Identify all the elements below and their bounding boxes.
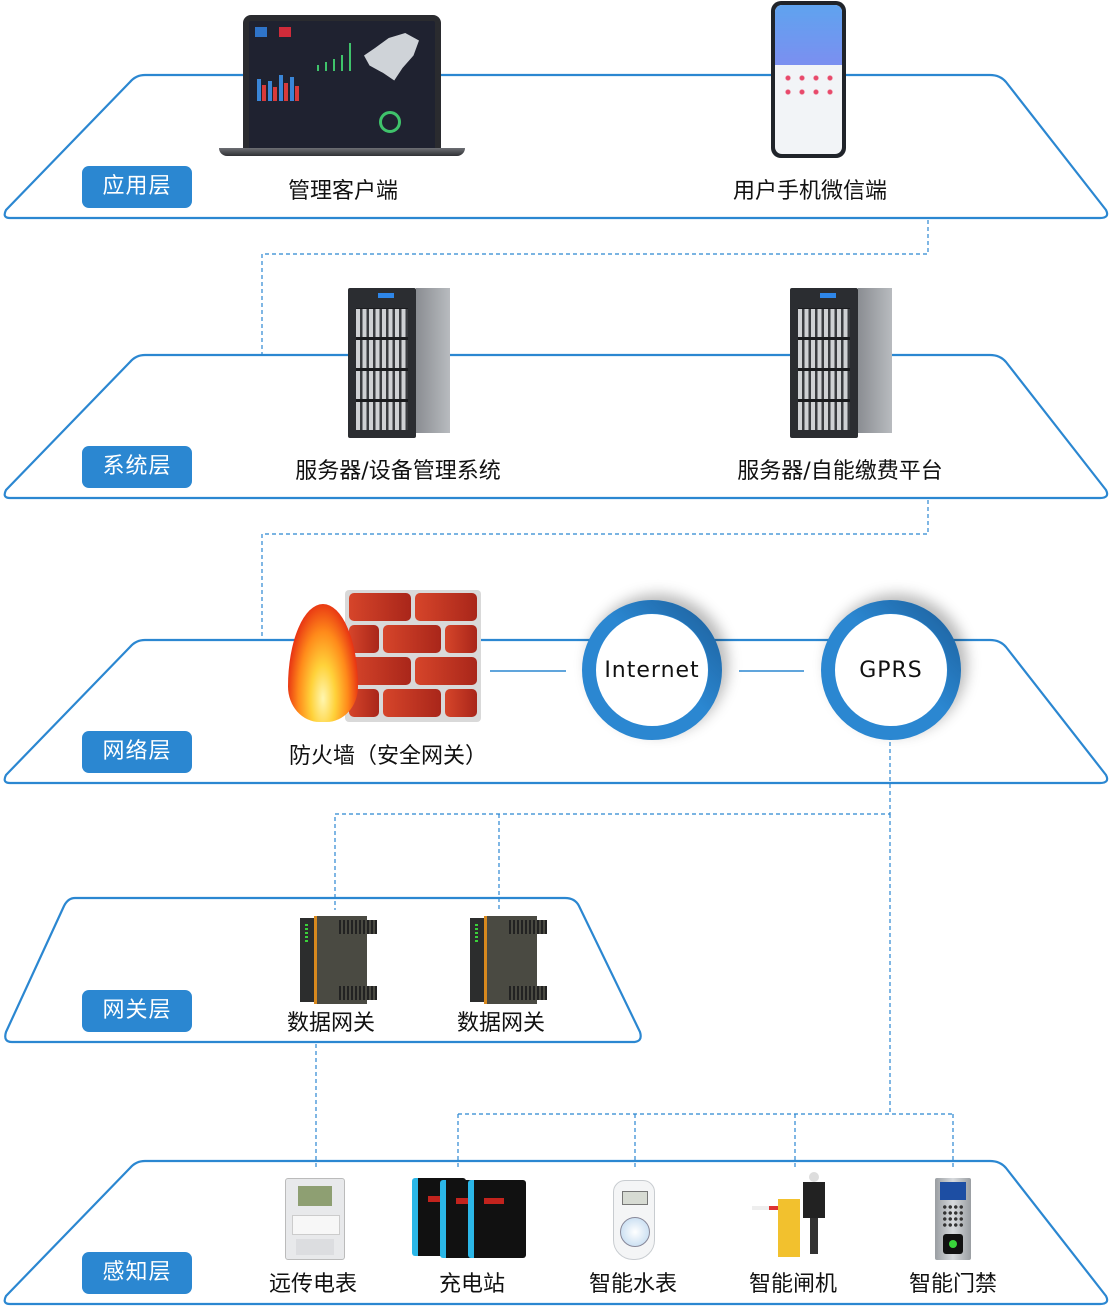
caption-data-gateway-2: 数据网关 — [456, 1011, 546, 1036]
connector-system-network — [261, 500, 929, 640]
data-gateway-icon — [300, 916, 377, 1004]
layer-frame-gateway — [4, 896, 642, 1044]
connector-gprs-gateways — [334, 742, 891, 910]
layer-badge-system: 系统层 — [82, 446, 192, 488]
tower-server-icon — [790, 288, 892, 443]
connector-app-system — [261, 220, 929, 355]
caption-mobile-wechat: 用户手机微信端 — [732, 179, 888, 204]
electric-meter-icon — [285, 1178, 345, 1260]
layer-frame-sensing — [3, 1159, 1109, 1306]
caption-remote-electric-meter: 远传电表 — [268, 1272, 358, 1297]
layer-badge-gateway: 网关层 — [82, 990, 192, 1032]
node-gprs: GPRS — [821, 600, 961, 740]
caption-smart-access-control: 智能门禁 — [908, 1272, 998, 1297]
layer-badge-sensing: 感知层 — [82, 1252, 192, 1294]
access-control-icon — [935, 1178, 971, 1260]
caption-payment-platform-server: 服务器/自能缴费平台 — [737, 459, 943, 484]
layer-badge-application: 应用层 — [82, 166, 192, 208]
caption-smart-water-meter: 智能水表 — [588, 1272, 678, 1297]
caption-smart-barrier-gate: 智能闸机 — [748, 1272, 838, 1297]
smartphone-icon — [771, 1, 846, 158]
caption-charging-station: 充电站 — [438, 1272, 506, 1297]
water-meter-icon — [613, 1180, 655, 1260]
layer-frame-application — [3, 73, 1109, 220]
node-internet-label: Internet — [604, 657, 700, 683]
data-gateway-icon — [470, 916, 547, 1004]
caption-device-management-server: 服务器/设备管理系统 — [295, 459, 501, 484]
node-internet: Internet — [582, 600, 722, 740]
caption-data-gateway-1: 数据网关 — [286, 1011, 376, 1036]
caption-management-client: 管理客户端 — [287, 179, 399, 204]
layer-frame-network — [3, 638, 1109, 785]
node-gprs-label: GPRS — [859, 657, 923, 683]
tower-server-icon — [348, 288, 450, 443]
layer-badge-network: 网络层 — [82, 731, 192, 773]
caption-firewall: 防火墙（安全网关） — [288, 744, 488, 769]
layer-frame-system — [3, 353, 1109, 500]
